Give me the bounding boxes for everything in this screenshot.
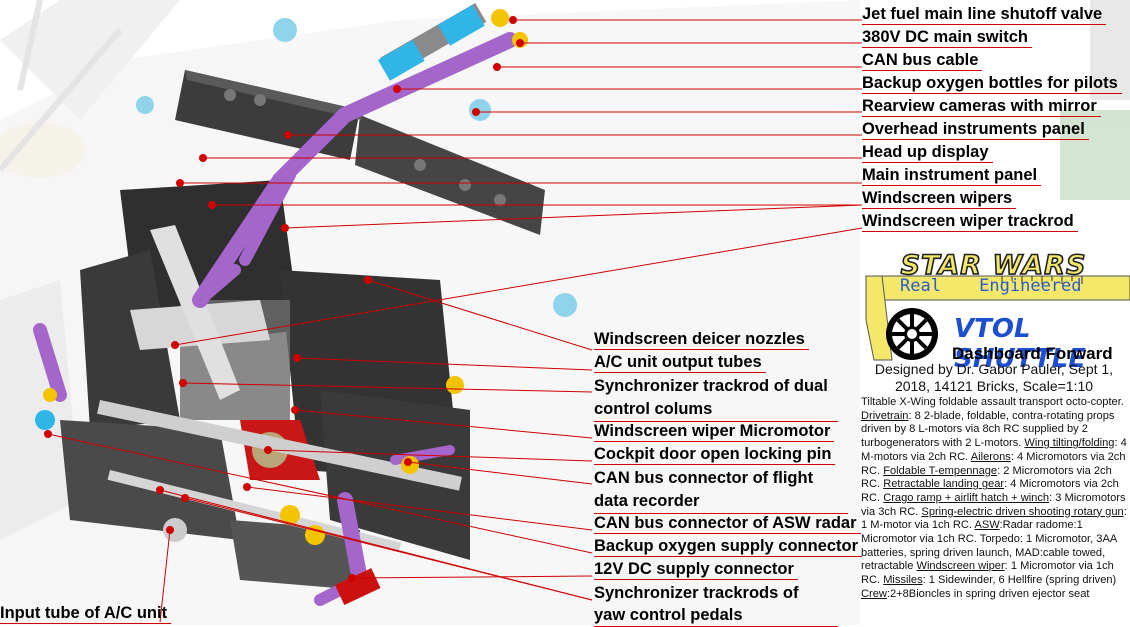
callout-label: Windscreen wiper Micromotor (594, 421, 835, 442)
logo-subtitle: Real Engineered (900, 276, 1082, 296)
callout-label: CAN bus cable (862, 50, 983, 71)
callout-label: Rearview cameras with mirror (862, 96, 1101, 117)
callout-label: CAN bus connector of ASW radar (594, 513, 861, 534)
callout-label: A/C unit output tubes (594, 352, 766, 373)
description-term: ASW (974, 519, 1000, 532)
description-term: Missiles (883, 574, 923, 587)
description-term: Foldable T-empennage (883, 464, 998, 477)
description-segment: : 4 Micromotors via 2ch RC. (861, 478, 1119, 504)
description-term: Wing tilting/folding (1024, 437, 1115, 450)
callout-label: Backup oxygen bottles for pilots (862, 73, 1122, 94)
description-segment: : 4 Micromotors via 2ch RC. (861, 450, 1126, 477)
leader-lines (47, 19, 863, 623)
callout-label: 380V DC main switch (862, 27, 1032, 48)
fitting-graphic (35, 18, 577, 605)
callout-label: Jet fuel main line shutoff valve (862, 4, 1107, 25)
callout-label: 12V DC supply connector (594, 559, 798, 580)
callout-label: Synchronizer trackrods of yaw control pe… (594, 582, 838, 627)
caliper-emblem (865, 275, 1130, 361)
model-name: VTOL SHUTTLE (954, 314, 1086, 374)
callout-label: Main instrument panel (862, 165, 1042, 186)
callout-label: Cockpit door open locking pin (594, 444, 836, 465)
description-term: Drivetrain (861, 409, 909, 422)
logo-title: STAR WARS (900, 249, 1087, 282)
description-segment: : 1 Micromotor via 1ch RC. (861, 560, 1114, 587)
pipe-graphic (378, 2, 528, 81)
callout-label: Windscreen wipers (862, 188, 1017, 209)
description-term: Ailerons (970, 450, 1011, 463)
description-segment: : 2 Micromotors via 2ch RC. (861, 464, 1112, 491)
callout-label: Overhead instruments panel (862, 119, 1089, 140)
description-term: Retractable landing gear (883, 478, 1005, 491)
callout-label: Input tube of A/C unit (0, 603, 172, 624)
description-segment: : 8 2-blade, foldable, contra-rotating p… (861, 409, 1115, 450)
callout-label: Windscreen wiper trackrod (862, 211, 1078, 232)
leader-anchor-dots (44, 16, 524, 582)
star-wars-logo (862, 250, 1130, 370)
description-text: Tiltable X-Wing foldable assault transpo… (861, 396, 1130, 602)
description-segment: : 1 M-motor via 1ch RC. (861, 505, 1127, 532)
callout-label: CAN bus connector of flight data recorde… (594, 467, 848, 514)
description-segment: : 3 Micromotors via 3ch RC. (861, 491, 1126, 518)
description-term: Windscreen wiper (916, 560, 1005, 573)
description-segment: : 1 Sidewinder, 6 Hellfire (spring drive… (922, 574, 1117, 587)
description-segment: :2+8Bioncles in spring driven ejector se… (886, 587, 1090, 600)
callout-label: Synchronizer trackrod of dual control co… (594, 375, 838, 422)
callout-label: Backup oxygen supply connector (594, 536, 863, 557)
description-term: Crew (861, 587, 887, 600)
section-title: Dashboard Forward (952, 344, 1113, 363)
callout-label: Head up display (862, 142, 993, 163)
description-segment: :Radar radome:1 Micromotor via 1ch RC. T… (861, 519, 1117, 573)
description-segment: : 4 M-motors via 2ch RC. (861, 437, 1127, 463)
description-segment: Tiltable X-Wing foldable assault transpo… (861, 396, 1124, 408)
credits-text: Designed by Dr. Gabor Pauler, Sept 1, 20… (874, 361, 1114, 394)
callout-label: Windscreen deicer nozzles (594, 329, 809, 350)
description-term: Crago ramp + airlift hatch + winch (883, 491, 1050, 504)
description-term: Spring-electric driven shooting rotary g… (921, 505, 1124, 518)
